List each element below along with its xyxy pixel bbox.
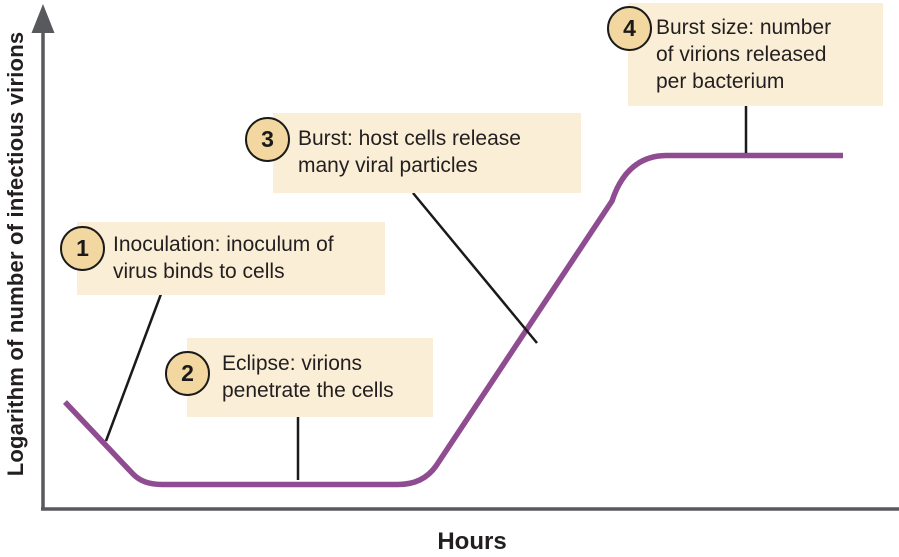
- callout-text-line: of virions released: [656, 43, 827, 66]
- callout-text-line: Burst: host cells release: [298, 127, 521, 150]
- callout-text-line: Eclipse: virions: [222, 352, 363, 375]
- callout-text-line: many viral particles: [298, 154, 478, 177]
- pointer-line-inoculation: [104, 293, 163, 442]
- step-1-badge: 1: [60, 226, 105, 271]
- callout-inoculation: 1 Inoculation: inoculum of virus binds t…: [60, 222, 385, 295]
- y-axis-arrowhead-icon: [31, 4, 55, 33]
- callout-text-line: per bacterium: [656, 70, 785, 93]
- callout-text-line: Inoculation: inoculum of: [113, 233, 334, 256]
- callout-text-line: Burst size: number: [656, 16, 832, 39]
- callout-burst-size: 4 Burst size: number of virions released…: [607, 3, 883, 106]
- growth-curve: [63, 152, 843, 488]
- callout-eclipse: 2 Eclipse: virions penetrate the cells: [165, 338, 433, 417]
- pointer-line-burst: [412, 192, 538, 344]
- step-3-badge: 3: [245, 117, 290, 162]
- callout-text-line: penetrate the cells: [222, 379, 394, 402]
- x-axis-label: Hours: [437, 528, 507, 555]
- callout-text-line: virus binds to cells: [113, 260, 285, 283]
- callout-burst: 3 Burst: host cells release many viral p…: [245, 113, 581, 193]
- step-4-badge: 4: [607, 6, 652, 51]
- y-axis-label: Logarithm of number of infectious virion…: [3, 31, 28, 477]
- step-2-badge: 2: [165, 351, 210, 396]
